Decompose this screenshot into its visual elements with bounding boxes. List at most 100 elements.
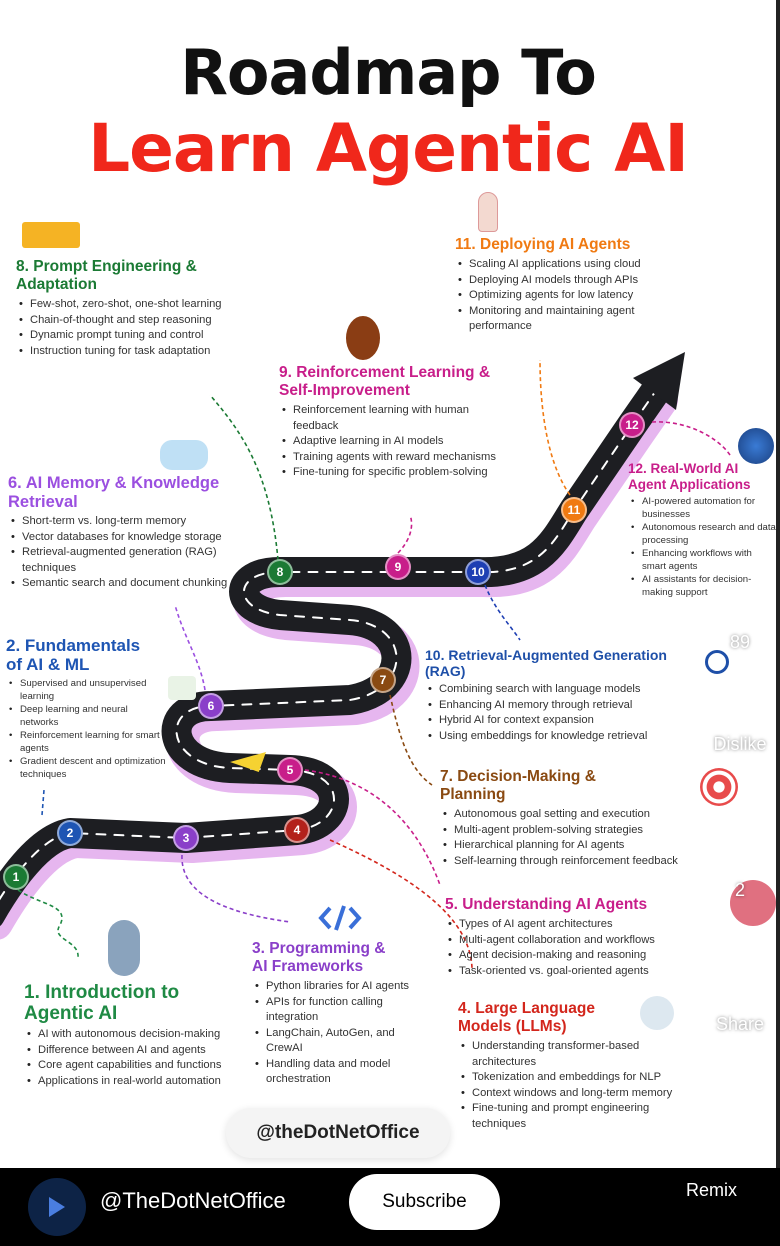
milestone-6: 6	[198, 693, 224, 719]
section-5: 5. Understanding AI AgentsTypes of AI ag…	[445, 896, 695, 979]
section-title: 10. Retrieval-Augmented Generation (RAG)	[425, 647, 667, 679]
milestone-8: 8	[267, 559, 293, 585]
code-icon	[318, 905, 362, 931]
milestone-9: 9	[385, 554, 411, 580]
share-arrow-icon	[721, 978, 760, 1010]
list-item: Enhancing workflows with smart agents	[628, 547, 776, 573]
list-item: Agent decision-making and reasoning	[445, 948, 695, 964]
section-12: 12. Real-World AI Agent ApplicationsAI-p…	[628, 461, 776, 599]
list-item: AI with autonomous decision-making	[24, 1027, 224, 1043]
server-icon	[640, 996, 674, 1030]
section-title: 4. Large Language Models (LLMs)	[458, 1000, 595, 1035]
remix-button[interactable]	[705, 1112, 775, 1160]
list-item: Multi-agent collaboration and workflows	[445, 933, 695, 949]
milestone-7: 7	[370, 667, 396, 693]
list-item: Dynamic prompt tuning and control	[16, 328, 231, 344]
section-9: 9. Reinforcement Learning & Self-Improve…	[279, 364, 504, 481]
milestone-4: 4	[284, 817, 310, 843]
comment-count: 2	[734, 880, 745, 900]
globe-icon	[738, 428, 774, 464]
connector-3	[181, 854, 291, 923]
section-10: 10. Retrieval-Augmented Generation (RAG)…	[425, 647, 695, 744]
section-11: 11. Deploying AI AgentsScaling AI applic…	[455, 236, 685, 335]
milestone-5: 5	[277, 757, 303, 783]
section-title: 5. Understanding AI Agents	[445, 896, 648, 913]
channel-avatar[interactable]	[28, 1178, 86, 1236]
list-item: Context windows and long-term memory	[458, 1086, 695, 1102]
section-title: 6. AI Memory & Knowledge Retrieval	[8, 474, 220, 511]
list-item: Understanding transformer-based architec…	[458, 1039, 695, 1070]
list-item: AI-powered automation for businesses	[628, 495, 776, 521]
dislike-label: Dislike	[713, 734, 767, 754]
section-title: 2. Fundamentals of AI & ML	[6, 636, 141, 674]
target-icon	[700, 768, 738, 806]
list-item: Adaptive learning in AI models	[279, 434, 504, 450]
database-icon	[160, 440, 208, 470]
title-line-1: Roadmap To	[180, 36, 597, 109]
play-logo-icon	[49, 1197, 65, 1217]
section-4: 4. Large Language Models (LLMs) Understan…	[458, 1000, 695, 1132]
section-list: Combining search with language modelsEnh…	[425, 682, 695, 744]
list-item: Short-term vs. long-term memory	[8, 514, 243, 530]
list-item: Python libraries for AI agents	[252, 979, 432, 995]
list-item: Tokenization and embeddings for NLP	[458, 1070, 695, 1086]
milestone-12: 12	[619, 412, 645, 438]
connector-2	[41, 789, 45, 816]
connector-5	[304, 769, 441, 886]
section-title: 7. Decision-Making & Planning	[440, 768, 596, 803]
list-item: Deep learning and neural networks	[6, 703, 166, 729]
section-list: Types of AI agent architecturesMulti-age…	[445, 917, 695, 979]
list-item: Scaling AI applications using cloud	[455, 257, 685, 273]
subscribe-button[interactable]: Subscribe	[349, 1174, 500, 1230]
list-item: Self-learning through reinforcement feed…	[440, 854, 695, 870]
list-item: Deploying AI models through APIs	[455, 273, 685, 289]
list-item: Chain-of-thought and step reasoning	[16, 313, 231, 329]
like-count: 89	[729, 632, 751, 652]
section-6: 6. AI Memory & Knowledge RetrievalShort-…	[8, 474, 243, 592]
list-item: Retrieval-augmented generation (RAG) tec…	[8, 545, 243, 576]
section-list: Supervised and unsupervised learningDeep…	[6, 677, 166, 781]
list-item: Enhancing AI memory through retrieval	[425, 698, 695, 714]
like-button[interactable]: 89	[705, 598, 775, 652]
section-list: Few-shot, zero-shot, one-shot learningCh…	[16, 297, 231, 359]
list-item: Few-shot, zero-shot, one-shot learning	[16, 297, 231, 313]
channel-name[interactable]: @TheDotNetOffice	[100, 1188, 286, 1213]
connector-10	[484, 584, 521, 641]
share-button[interactable]: Share	[705, 978, 775, 1034]
watermark-handle: @theDotNetOffice	[226, 1108, 450, 1158]
list-item: Applications in real-world automation	[24, 1074, 224, 1090]
milestone-11: 11	[561, 497, 587, 523]
robot-head-icon	[730, 880, 776, 926]
section-1: 1. Introduction to Agentic AIAI with aut…	[24, 982, 224, 1089]
remix-label[interactable]: Remix	[686, 1180, 738, 1200]
connector-7	[389, 694, 433, 786]
thumbs-down-icon	[724, 700, 756, 731]
section-7: 7. Decision-Making & PlanningAutonomous …	[440, 768, 695, 869]
list-item: Supervised and unsupervised learning	[6, 677, 166, 703]
connector-6	[174, 604, 206, 691]
list-item: Semantic search and document chunking	[8, 576, 243, 592]
robot-icon	[108, 920, 140, 976]
list-item: AI assistants for decision-making suppor…	[628, 573, 776, 599]
section-3: 3. Programming & AI FrameworksPython lib…	[252, 940, 432, 1088]
magnifier-icon	[705, 650, 729, 674]
list-item: Multi-agent problem-solving strategies	[440, 823, 695, 839]
connector-11	[539, 359, 571, 496]
list-item: Autonomous research and data processing	[628, 521, 776, 547]
list-item: Task-oriented vs. goal-oriented agents	[445, 964, 695, 980]
title-line-2: Learn Agentic AI	[88, 110, 689, 187]
list-item: Monitoring and maintaining agent perform…	[455, 304, 685, 335]
section-2: 2. Fundamentals of AI & MLSupervised and…	[6, 636, 166, 781]
list-item: Instruction tuning for task adaptation	[16, 344, 231, 360]
comments-button[interactable]: 2	[705, 842, 775, 900]
road-arrowhead	[633, 352, 685, 410]
connector-12	[651, 421, 731, 456]
list-item: Core agent capabilities and functions	[24, 1058, 224, 1074]
milestone-2: 2	[57, 820, 83, 846]
section-list: Scaling AI applications using cloudDeplo…	[455, 257, 685, 335]
connector-9	[397, 514, 413, 554]
connector-1	[17, 889, 79, 959]
dislike-button[interactable]: Dislike	[705, 700, 775, 754]
list-item: Combining search with language models	[425, 682, 695, 698]
